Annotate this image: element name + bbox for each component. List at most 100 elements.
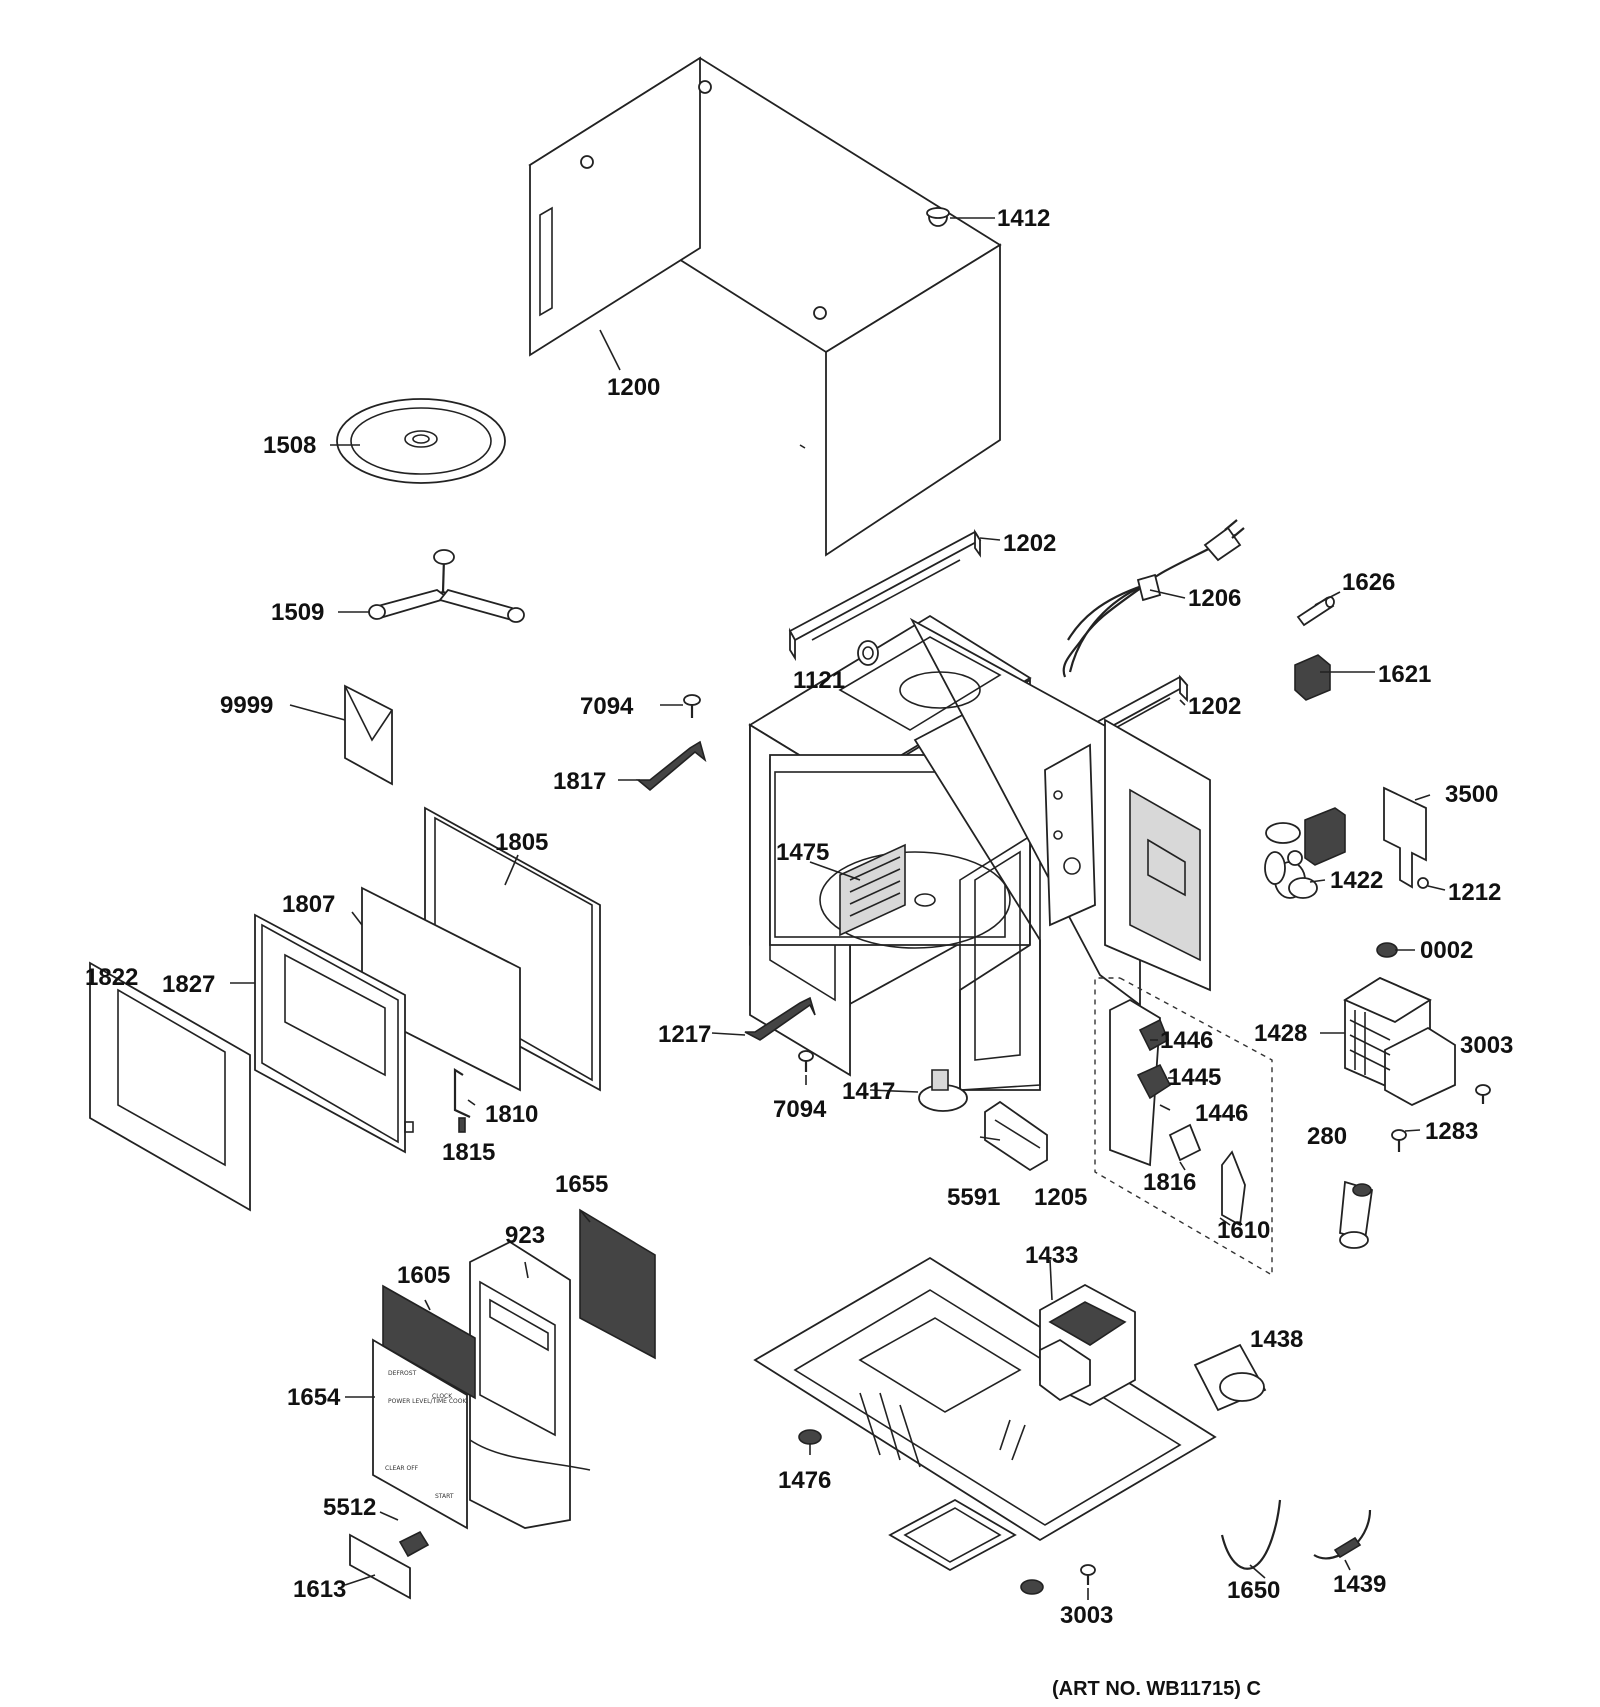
timer-1417 [918, 1069, 968, 1112]
outer-cabinet-1200 [528, 56, 1002, 557]
base-plate [753, 1256, 1217, 1542]
keypad-1654: DEFROST CLOCK POWER LEVEL/TIME COOK CLEA… [372, 1338, 468, 1530]
part-label-1817: 1817 [553, 768, 606, 795]
spring-1810 [453, 1068, 471, 1118]
fuse-holder-1621 [1294, 654, 1331, 701]
control-panel-923 [469, 1240, 591, 1529]
transformer-1433 [1039, 1283, 1136, 1407]
wire-1439 [1313, 1509, 1372, 1560]
part-label-1206: 1206 [1188, 585, 1241, 612]
part-label-1283: 1283 [1425, 1118, 1478, 1145]
part-labels: 1412 1200 1508 1202 1509 1206 1626 1121 … [85, 205, 1513, 1629]
part-label-1433: 1433 [1025, 1242, 1078, 1269]
foot-bottom [1020, 1579, 1044, 1595]
part-label-1605: 1605 [397, 1262, 450, 1289]
keypad-power-label: POWER LEVEL/TIME COOK [388, 1398, 467, 1405]
part-label-1422: 1422 [1330, 867, 1383, 894]
thermal-cutout-1121 [857, 640, 879, 666]
keypad-clear-label: CLEAR OFF [385, 1465, 419, 1472]
part-label-7094-bottom: 7094 [773, 1096, 827, 1123]
foot-1476 [798, 1429, 822, 1445]
part-label-1121: 1121 [793, 667, 845, 694]
door-1827 [254, 913, 414, 1154]
screw-1212 [1417, 877, 1429, 889]
rail-1202-top [788, 528, 982, 662]
display-window-1605 [382, 1284, 476, 1400]
part-label-0002: 0002 [1420, 937, 1473, 964]
keypad-start-label: START [435, 1493, 454, 1500]
part-label-1509: 1509 [271, 599, 324, 626]
fuse-1626 [1296, 596, 1335, 627]
door-screen-1807 [361, 886, 521, 1092]
latch-board-5591 [984, 1100, 1048, 1172]
part-label-1610: 1610 [1217, 1217, 1270, 1244]
screw-7094-top [683, 694, 701, 718]
thermostat-0002 [1376, 942, 1398, 958]
screw-7094-bottom [798, 1050, 814, 1072]
part-label-1212: 1212 [1448, 879, 1501, 906]
power-cord-1206 [1062, 519, 1245, 678]
vent-grille [888, 1498, 1017, 1572]
fan-motor-1422 [1264, 807, 1346, 899]
part-label-9999: 9999 [220, 692, 273, 719]
spring-5512 [398, 1530, 430, 1558]
glass-tray-1508 [336, 398, 506, 484]
door-choke-1822 [89, 961, 251, 1212]
part-label-1202-top: 1202 [1003, 530, 1056, 557]
part-label-1810: 1810 [485, 1101, 538, 1128]
screw-1283 [1391, 1129, 1407, 1152]
screw-3003-right [1475, 1084, 1491, 1104]
part-label-1446-bottom: 1446 [1195, 1100, 1248, 1127]
part-label-3500: 3500 [1445, 781, 1498, 808]
leader-lines [230, 217, 1446, 1600]
part-label-1815: 1815 [442, 1139, 495, 1166]
part-label-1654: 1654 [287, 1384, 341, 1411]
part-label-1508: 1508 [263, 432, 316, 459]
door-button-1613 [349, 1533, 411, 1600]
part-label-1446-top: 1446 [1160, 1027, 1213, 1054]
part-label-280: 280 [1307, 1123, 1347, 1150]
art-number: (ART NO. WB11715) C [1052, 1678, 1261, 1700]
part-label-1417: 1417 [842, 1078, 895, 1105]
part-label-3003-right: 3003 [1460, 1032, 1513, 1059]
magnetron-1428 [1343, 976, 1456, 1107]
roller-support-1509 [368, 549, 525, 623]
part-label-3003-bottom: 3003 [1060, 1602, 1113, 1629]
part-label-1428: 1428 [1254, 1020, 1307, 1047]
keypad-clock-label: CLOCK [432, 1393, 453, 1400]
spring-1815 [458, 1117, 466, 1133]
keypad-defrost-label: DEFROST [388, 1370, 417, 1377]
part-label-7094-top: 7094 [580, 693, 634, 720]
part-label-1822: 1822 [85, 964, 138, 991]
part-label-1438: 1438 [1250, 1326, 1303, 1353]
part-label-1217: 1217 [658, 1021, 711, 1048]
literature-envelope-9999 [344, 684, 393, 786]
part-label-1621: 1621 [1378, 661, 1431, 688]
part-label-1807: 1807 [282, 891, 335, 918]
diode-280 [1339, 1180, 1373, 1249]
part-label-1805: 1805 [495, 829, 548, 856]
part-label-5591: 5591 [947, 1184, 1000, 1211]
part-label-1445: 1445 [1168, 1064, 1221, 1091]
part-label-1475: 1475 [776, 839, 829, 866]
part-label-1200: 1200 [607, 374, 660, 401]
control-board-1655 [579, 1208, 656, 1360]
part-label-1655: 1655 [555, 1171, 608, 1198]
cover-plate-3500 [1383, 786, 1427, 889]
part-label-1650: 1650 [1227, 1577, 1280, 1604]
screw-3003-bottom [1080, 1564, 1096, 1585]
oven-cavity [748, 614, 1211, 1091]
part-label-1439: 1439 [1333, 1571, 1386, 1598]
part-label-1476: 1476 [778, 1467, 831, 1494]
part-label-923: 923 [505, 1222, 545, 1249]
part-label-1613: 1613 [293, 1576, 346, 1603]
door-switch-assembly [1094, 977, 1273, 1277]
part-label-1202-middle: 1202 [1188, 693, 1241, 720]
part-label-1827: 1827 [162, 971, 215, 998]
part-label-1412: 1412 [997, 205, 1050, 232]
wire-1650 [1220, 1499, 1282, 1570]
part-label-5512: 5512 [323, 1494, 376, 1521]
capacitor-1438 [1193, 1343, 1267, 1412]
